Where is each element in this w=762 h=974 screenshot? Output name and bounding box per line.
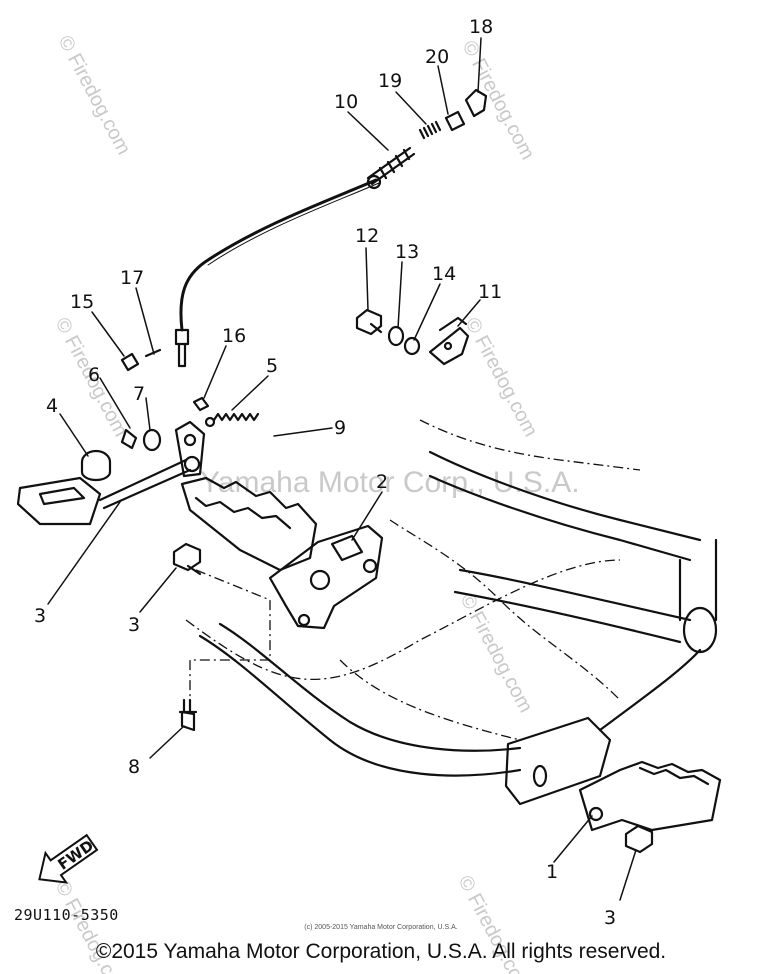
callout-19: 18 xyxy=(469,16,493,38)
callout-15: 14 xyxy=(432,263,456,285)
frame-lower-loop xyxy=(198,634,522,777)
callout-8: 7 xyxy=(133,383,145,405)
callouts: 18 20 19 10 12 13 14 11 17 15 16 5 6 7 4… xyxy=(34,16,616,929)
spring-6 xyxy=(212,412,260,422)
frame-tube-upper xyxy=(428,450,702,542)
watermark-top-right: © Firedog.com xyxy=(458,37,539,163)
clevis-19 xyxy=(464,88,488,118)
bolt-3-left xyxy=(172,542,202,576)
footrest-left xyxy=(180,476,318,572)
cap-5 xyxy=(80,449,112,482)
watermark-top-left: © Firedog.com xyxy=(54,32,135,158)
watermark-mid-right: © Firedog.com xyxy=(461,314,542,440)
callout-6: 5 xyxy=(266,355,278,377)
callout-11: 10 xyxy=(334,91,358,113)
bolt-13 xyxy=(355,308,383,336)
callout-9: 8 xyxy=(128,756,140,778)
bracket-12 xyxy=(428,316,470,366)
callout-12: 11 xyxy=(478,281,502,303)
callout-21: 20 xyxy=(425,46,449,68)
bolt-9 xyxy=(178,698,198,732)
bolt-3-right xyxy=(624,824,654,854)
brake-pedal-arm xyxy=(98,458,192,510)
callout-1: 1 xyxy=(546,861,558,883)
footrest-pin-left xyxy=(330,534,364,562)
copyright-notice: ©2015 Yamaha Motor Corporation, U.S.A. A… xyxy=(95,940,667,963)
callout-3-left: 3 xyxy=(128,614,140,636)
dashed-outlines xyxy=(185,419,641,741)
pin-16 xyxy=(120,352,140,372)
washer-14 xyxy=(387,325,405,347)
nut-17 xyxy=(192,396,210,412)
watermark-lower-right: © Firedog.com xyxy=(456,590,537,716)
spring-20 xyxy=(418,120,442,140)
callout-2: 2 xyxy=(376,471,388,493)
callout-14: 13 xyxy=(395,241,419,263)
leader-lines xyxy=(47,37,637,901)
clip-7 xyxy=(120,428,138,450)
pin-21 xyxy=(444,110,466,132)
callout-13: 12 xyxy=(355,225,379,247)
pedal-pivot xyxy=(174,420,206,478)
nut-15 xyxy=(403,336,421,356)
frame-tube-end xyxy=(682,606,718,654)
frame-right-bracket xyxy=(504,716,612,806)
callout-4: 3 xyxy=(34,605,46,627)
brake-pedal-pad xyxy=(16,476,102,526)
brake-cable xyxy=(179,178,378,332)
callout-17: 16 xyxy=(222,325,246,347)
line-art xyxy=(16,37,722,901)
callout-10: 9 xyxy=(334,417,346,439)
cable-end-lower xyxy=(174,328,190,368)
frame-right-rise xyxy=(598,648,702,732)
callout-18: 17 xyxy=(120,267,144,289)
footrest-right xyxy=(578,760,722,832)
watermark-center: Yamaha Motor Corp., U.S.A. xyxy=(200,466,580,499)
callout-5: 4 xyxy=(46,395,58,417)
cable-end-upper xyxy=(366,146,416,186)
small-copyright: (c) 2005-2015 Yamaha Motor Corporation, … xyxy=(304,924,458,931)
footrest-bracket-left xyxy=(268,524,384,630)
callout-3-right: 3 xyxy=(604,907,616,929)
callout-7: 6 xyxy=(88,364,100,386)
callout-16: 15 xyxy=(70,291,94,313)
frame-tube-cross xyxy=(458,568,692,622)
part-code: 29U110-5350 xyxy=(14,906,119,924)
callout-20: 19 xyxy=(378,70,402,92)
frame-vertical xyxy=(678,538,718,622)
washer-8 xyxy=(142,428,162,452)
